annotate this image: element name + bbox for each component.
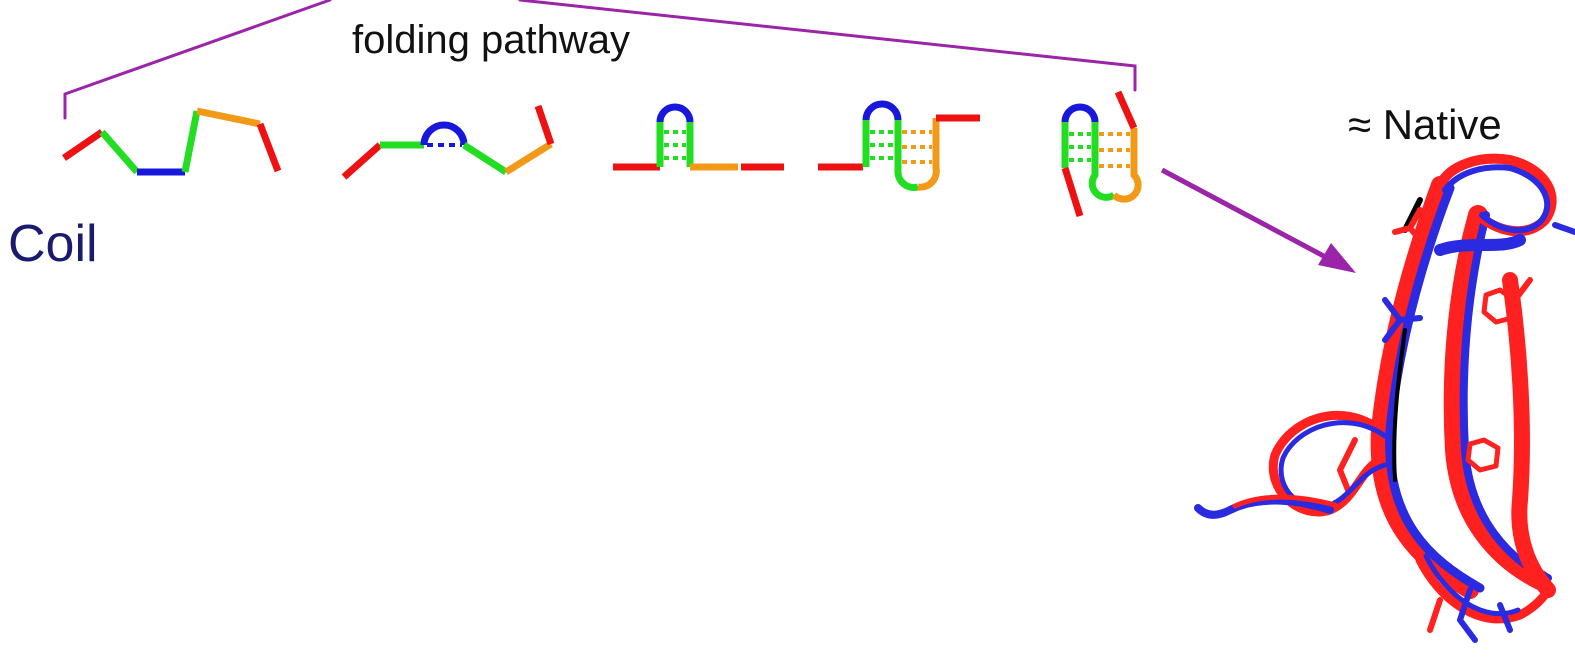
second-hairpin-stage xyxy=(818,100,980,191)
sheet-strand-green-right xyxy=(1088,122,1116,201)
strand-red-3 xyxy=(1502,272,1556,598)
bottom-loop-red xyxy=(1415,555,1553,624)
turn-segment-red xyxy=(341,142,383,180)
hairpin2-hbonds-orange xyxy=(902,130,932,164)
turn-segment-orange xyxy=(504,141,553,175)
coil-segment-orange xyxy=(196,107,261,128)
sheet-hbonds-green xyxy=(1069,132,1091,162)
first-hairpin-stage xyxy=(613,103,784,171)
shadow-black xyxy=(1392,328,1407,482)
left-loop-blue xyxy=(1278,420,1388,510)
arrow-to-native xyxy=(1160,167,1356,273)
coil-segment-green xyxy=(99,129,140,175)
sheet-loop-blue xyxy=(1061,103,1099,123)
coil-stage xyxy=(62,107,282,176)
strand-blue-1 xyxy=(1385,183,1485,593)
hairpin1-loop-blue xyxy=(656,103,694,123)
coil-segment-green-2 xyxy=(181,110,201,173)
hairpin2-strand-orange xyxy=(917,118,940,191)
top-loop-blue xyxy=(1442,164,1551,234)
coil-segment-red xyxy=(62,129,104,161)
bracket-right-arm xyxy=(518,0,1137,92)
sheet-tail-red-bottom xyxy=(1061,166,1084,218)
pathway-bracket xyxy=(63,0,1137,120)
native-protein-structure xyxy=(1194,153,1575,643)
bottom-sidechain-red xyxy=(1427,597,1443,633)
sheet-strand-orange xyxy=(1111,128,1142,203)
near-native-stage xyxy=(1061,90,1142,218)
arrow-head xyxy=(1318,243,1356,273)
hairpin2-loop-blue xyxy=(862,100,902,121)
coil-label: Coil xyxy=(8,215,98,273)
native-label: ≈ Native xyxy=(1348,101,1502,148)
bottom-sidechain xyxy=(1457,587,1513,643)
hairpin2-hbonds-green xyxy=(870,130,894,160)
sheet-hbonds-orange xyxy=(1099,132,1130,168)
sidechain-3 xyxy=(1512,277,1533,303)
sidechain-4 xyxy=(1552,222,1575,235)
aromatic-ring-2 xyxy=(1465,437,1501,473)
bracket-left-arm xyxy=(63,0,332,120)
strand-blue-2 xyxy=(1459,211,1552,582)
turn-loop-blue xyxy=(420,121,468,146)
hairpin2-strand-green-right xyxy=(894,120,919,191)
coil-segment-red-2 xyxy=(256,122,282,173)
aromatic-ring-1 xyxy=(1481,287,1517,325)
strand-red-2 xyxy=(1443,205,1550,590)
sidechain-2 xyxy=(1382,297,1423,343)
folding-pathway-label: folding pathway xyxy=(352,18,630,62)
sheet-tail-red-top xyxy=(1114,90,1138,130)
turn-segment-red-2 xyxy=(534,104,555,146)
hairpin-turn-stage xyxy=(341,104,555,180)
hairpin1-hbonds xyxy=(664,130,686,160)
top-ribbon-blue xyxy=(1434,234,1526,256)
top-ribbon-black xyxy=(1402,197,1423,233)
sidechain-5 xyxy=(1337,437,1358,498)
left-tail-red xyxy=(1232,494,1338,509)
sidechain-1 xyxy=(1392,207,1423,243)
turn-segment-green-2 xyxy=(462,142,508,175)
